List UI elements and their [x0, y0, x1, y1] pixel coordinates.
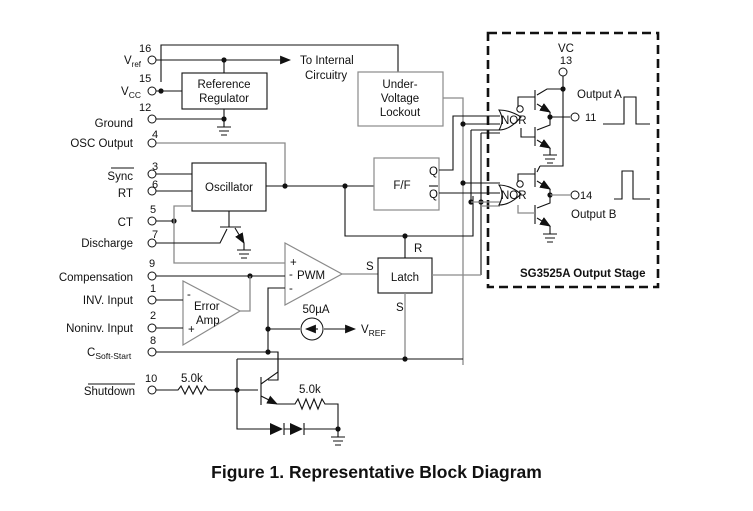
svg-text:10: 10	[145, 373, 157, 385]
flipflop-qbar: Q	[429, 189, 438, 201]
svg-text:Sync: Sync	[107, 171, 133, 183]
svg-text:4: 4	[152, 129, 158, 141]
vref-out-label: VREF	[361, 324, 386, 338]
svg-text:CSoft-Start: CSoft-Start	[87, 347, 132, 361]
pin-sync: 3 Sync	[107, 161, 158, 183]
output-stage	[497, 67, 650, 243]
svg-text:RT: RT	[118, 188, 133, 200]
pin-ct: 5 CT	[118, 204, 157, 229]
nor-a-label: NOR	[501, 115, 527, 127]
svg-text:8: 8	[150, 335, 156, 347]
shutdown-network	[156, 352, 345, 446]
reference-regulator-label-1: Reference	[197, 79, 250, 91]
pin-discharge: 7 Discharge	[81, 229, 158, 250]
pwm-label: PWM	[297, 270, 325, 282]
error-amp-plus: +	[188, 324, 195, 336]
svg-text:Shutdown: Shutdown	[84, 386, 135, 398]
nor-a-gate	[498, 109, 522, 131]
pin-inv-input: 1 INV. Input	[83, 283, 157, 307]
svg-text:INV. Input: INV. Input	[83, 295, 134, 307]
pin-noninv-input: 2 Noninv. Input	[66, 310, 157, 335]
latch-block	[377, 257, 433, 294]
nor-b-label: NOR	[501, 190, 527, 202]
nor-b-gate	[497, 184, 522, 206]
reference-regulator-block	[181, 72, 268, 110]
pwm-plus: +	[290, 257, 297, 269]
error-amp-label-2: Amp	[196, 315, 220, 327]
svg-text:5: 5	[150, 204, 156, 216]
svg-text:OSC Output: OSC Output	[70, 138, 133, 150]
svg-text:CT: CT	[118, 217, 133, 229]
output-stage-boundary	[486, 31, 660, 289]
to-internal-label-2: Circuitry	[305, 70, 347, 82]
latch-label: Latch	[391, 272, 419, 284]
latch-s-bottom-label: S	[396, 302, 404, 314]
vc-label: VC	[558, 43, 574, 55]
svg-text:6: 6	[152, 179, 158, 191]
pin-compensation: 9 Compensation	[59, 258, 157, 284]
pwm-minus-2: -	[289, 283, 293, 295]
figure-caption: Figure 1. Representative Block Diagram	[211, 462, 542, 482]
svg-text:Noninv. Input: Noninv. Input	[66, 323, 134, 335]
r-shutdown-label: 5.0k	[181, 373, 203, 385]
current-source-value: 50µA	[302, 304, 329, 316]
error-amp-label-1: Error	[194, 301, 220, 313]
svg-text:3: 3	[152, 161, 158, 173]
svg-text:2: 2	[150, 310, 156, 322]
pin-vcc: 15 VCC	[121, 73, 157, 100]
pwm-comparator	[284, 241, 344, 307]
flipflop-q: Q	[429, 166, 438, 178]
output-b-waveform	[614, 170, 650, 200]
output-stage-label: SG3525A Output Stage	[520, 268, 645, 280]
output-a-waveform	[603, 96, 650, 125]
reference-section	[156, 44, 399, 136]
discharge-transistor	[156, 211, 251, 259]
svg-text:Discharge: Discharge	[81, 238, 133, 250]
pwm-minus-1: -	[289, 269, 293, 281]
latch-r-label: R	[414, 243, 422, 255]
output-a-label: Output A	[577, 89, 622, 101]
pin-rt: 6 RT	[118, 179, 158, 200]
pin-shutdown: 10 Shutdown	[84, 373, 157, 398]
svg-text:9: 9	[149, 258, 155, 270]
svg-text:12: 12	[139, 102, 151, 114]
uvlo-block	[357, 71, 444, 127]
to-internal-label-1: To Internal	[300, 55, 354, 67]
svg-text:16: 16	[139, 43, 151, 55]
oscillator-block	[191, 162, 267, 212]
uvlo-label-3: Lockout	[380, 107, 421, 119]
svg-text:Vref: Vref	[124, 55, 142, 69]
r-emitter-label: 5.0k	[299, 384, 321, 396]
output-b-label: Output B	[571, 209, 617, 221]
flipflop-block	[373, 157, 440, 211]
output-b-pin-number: 14	[580, 190, 592, 202]
pin-vref: 16 Vref	[124, 43, 157, 69]
svg-text:Compensation: Compensation	[59, 272, 133, 284]
oscillator-label: Oscillator	[205, 182, 253, 194]
error-amp-minus: -	[187, 289, 191, 301]
pin-soft-start: 8 CSoft-Start	[87, 335, 157, 361]
svg-text:VCC: VCC	[121, 86, 141, 100]
svg-text:Ground: Ground	[95, 118, 133, 130]
uvlo-label-1: Under-	[382, 79, 417, 91]
uvlo-label-2: Voltage	[381, 93, 419, 105]
vc-pin-number: 13	[560, 55, 572, 67]
output-a-pin-number: 11	[585, 112, 596, 124]
reference-regulator-label-2: Regulator	[199, 93, 249, 105]
latch-s-input-label: S	[366, 261, 374, 273]
error-amp	[182, 280, 242, 347]
svg-text:15: 15	[139, 73, 151, 85]
pin-ground: 12 Ground	[95, 102, 157, 130]
flipflop-label: F/F	[393, 180, 410, 192]
pin-osc-output: 4 OSC Output	[70, 129, 158, 150]
svg-text:7: 7	[152, 229, 158, 241]
svg-text:1: 1	[150, 283, 156, 295]
